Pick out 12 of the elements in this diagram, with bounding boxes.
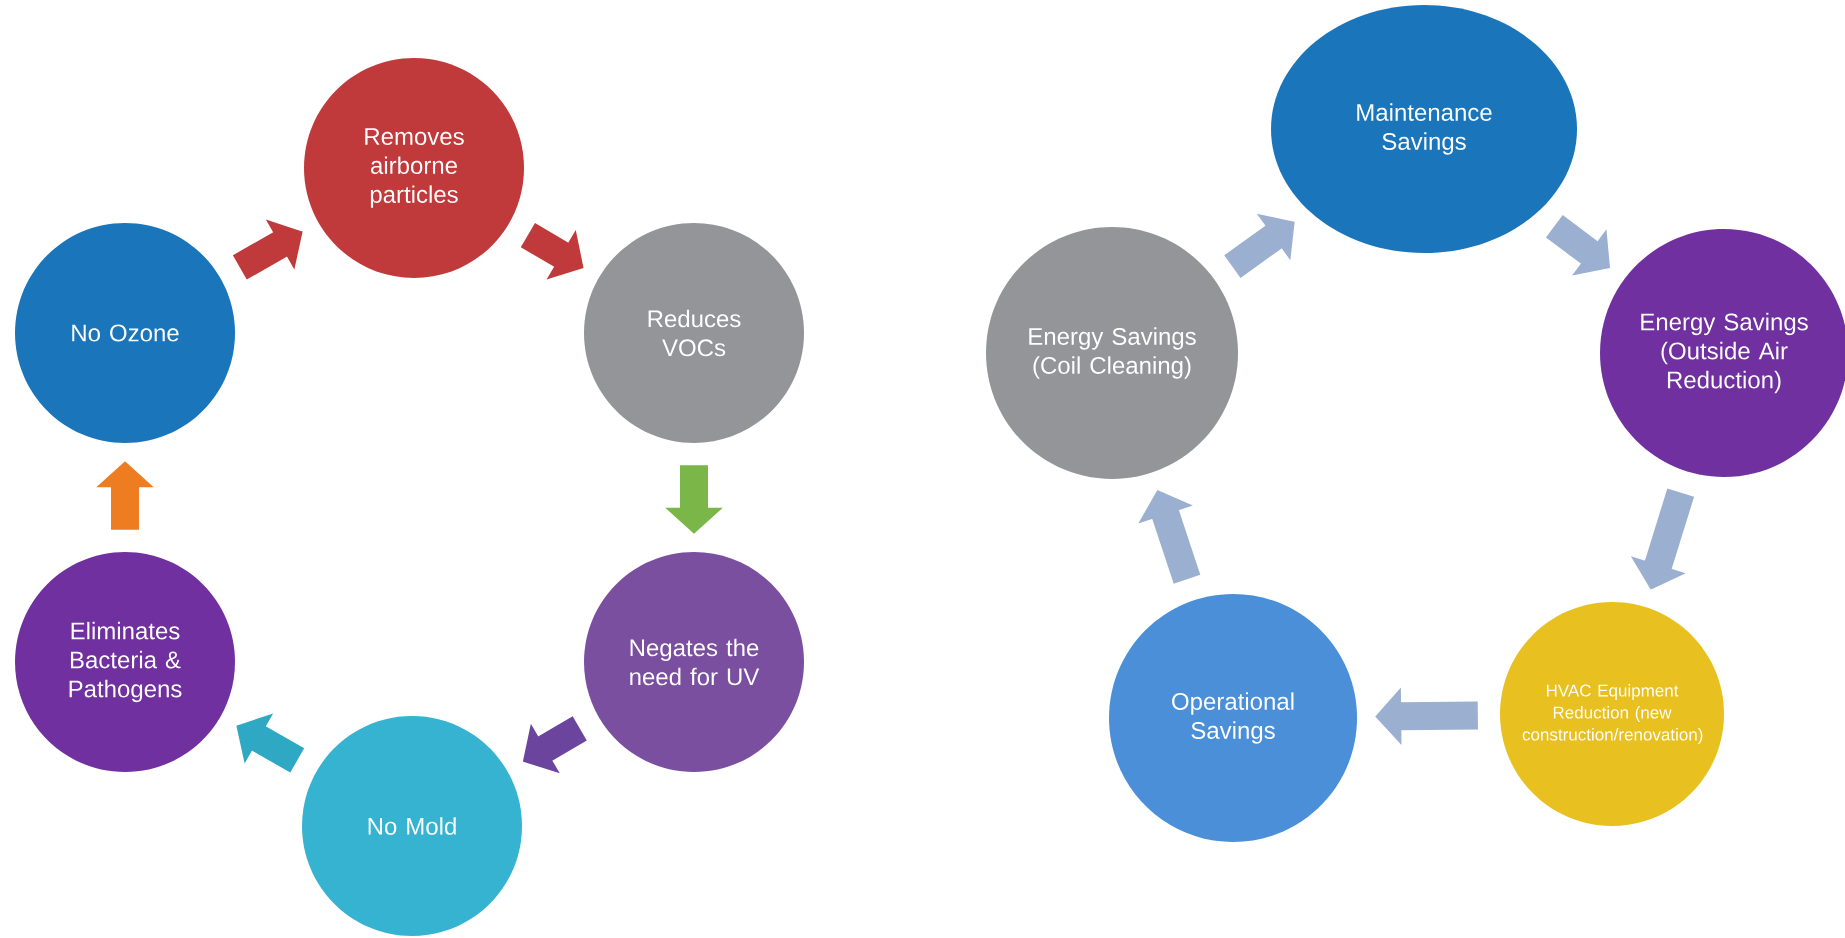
- block-arrow: [1224, 213, 1295, 278]
- circle-node: Reduces VOCs: [584, 223, 804, 443]
- circle-node: Energy Savings (Coil Cleaning): [986, 227, 1238, 479]
- circle-node: Operational Savings: [1109, 594, 1357, 842]
- circle-node: No Mold: [302, 716, 522, 936]
- ellipse-node: Maintenance Savings: [1271, 5, 1577, 253]
- circle-node: Removes airborne particles: [304, 58, 524, 278]
- circle-node: HVAC Equipment Reduction (new construction/renovation): [1500, 602, 1724, 826]
- circle-node: Negates the need for UV: [584, 552, 804, 772]
- circle-node: Eliminates Bacteria & Pathogens: [15, 552, 235, 772]
- block-arrow: [232, 219, 303, 280]
- circle-node: No Ozone: [15, 223, 235, 443]
